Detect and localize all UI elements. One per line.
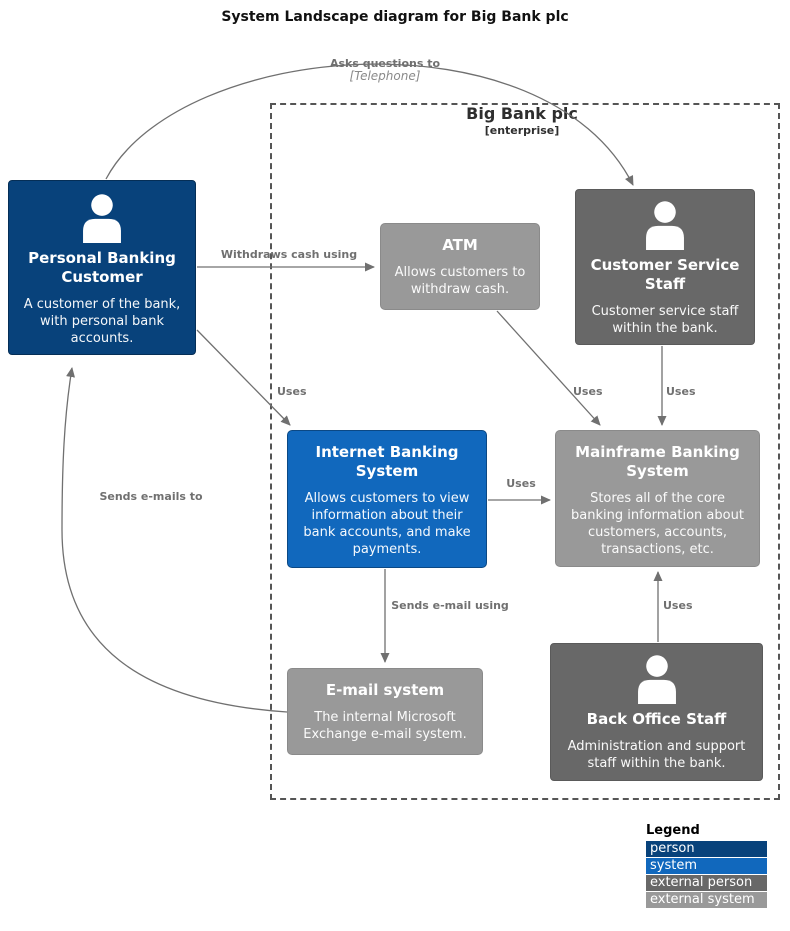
legend-item-system: system [646,858,767,874]
node-title: Internet Banking System [315,443,459,480]
node-title: E-mail system [325,681,445,699]
diagram-node-personal-banking-customer[interactable]: Personal Banking Customer A customer of … [8,180,196,355]
relationship-label-asks-questions: Asks questions to [Telephone] [329,57,441,83]
legend: Legend person system external person ext… [646,823,767,909]
legend-item-external-person: external person [646,875,767,891]
node-description: Stores all of the core banking informati… [571,491,744,557]
diagram-title: System Landscape diagram for Big Bank pl… [221,9,569,25]
legend-item-external-system: external system [646,892,767,908]
node-description: Allows customers to withdraw cash. [394,265,526,297]
relationship-label-bos-uses-mainframe: Uses [663,599,693,612]
node-description: Allows customers to view information abo… [303,491,471,557]
relationship-label-css-uses-mainframe: Uses [666,385,696,398]
diagram-node-internet-banking-system[interactable]: Internet Banking System Allows customers… [287,430,487,568]
legend-item-person: person [646,841,767,857]
relationship-label-atm-uses-mainframe: Uses [573,385,603,398]
node-title: Mainframe Banking System [575,443,740,480]
diagram-node-customer-service-staff[interactable]: Customer Service Staff Customer service … [575,189,755,345]
node-title: Customer Service Staff [590,256,740,293]
relationship-label-withdraws-cash: Withdraws cash using [220,248,358,261]
node-title: ATM [442,236,478,254]
node-description: Customer service staff within the bank. [591,304,739,336]
diagram-node-atm[interactable]: ATM Allows customers to withdraw cash. [380,223,540,310]
arrow-sends-emails-to [61,367,288,713]
diagram-node-back-office-staff[interactable]: Back Office Staff Administration and sup… [550,643,763,781]
person-icon [576,200,754,250]
relationship-label-sends-email-using: Sends e-mail using [391,599,509,612]
legend-title: Legend [646,823,700,838]
node-description: Administration and support staff within … [567,739,746,771]
relationship-label-ibs-uses-mainframe: Uses [506,477,536,490]
person-icon [9,193,195,243]
diagram-node-mainframe-banking-system[interactable]: Mainframe Banking System Stores all of t… [555,430,760,567]
diagram-node-email-system[interactable]: E-mail system The internal Microsoft Exc… [287,668,483,755]
node-description: The internal Microsoft Exchange e-mail s… [303,710,467,742]
node-title: Personal Banking Customer [28,249,176,286]
node-description: A customer of the bank, with personal ba… [23,297,181,346]
boundary-name: Big Bank plc [466,104,578,123]
boundary-meta: [enterprise] [484,124,560,137]
relationship-label-sends-emails-to: Sends e-mails to [99,490,203,503]
person-icon [551,654,762,704]
node-title: Back Office Staff [586,710,727,728]
relationship-label-customer-uses-ibs: Uses [277,385,307,398]
enterprise-boundary-label: Big Bank plc [enterprise] [466,104,578,137]
